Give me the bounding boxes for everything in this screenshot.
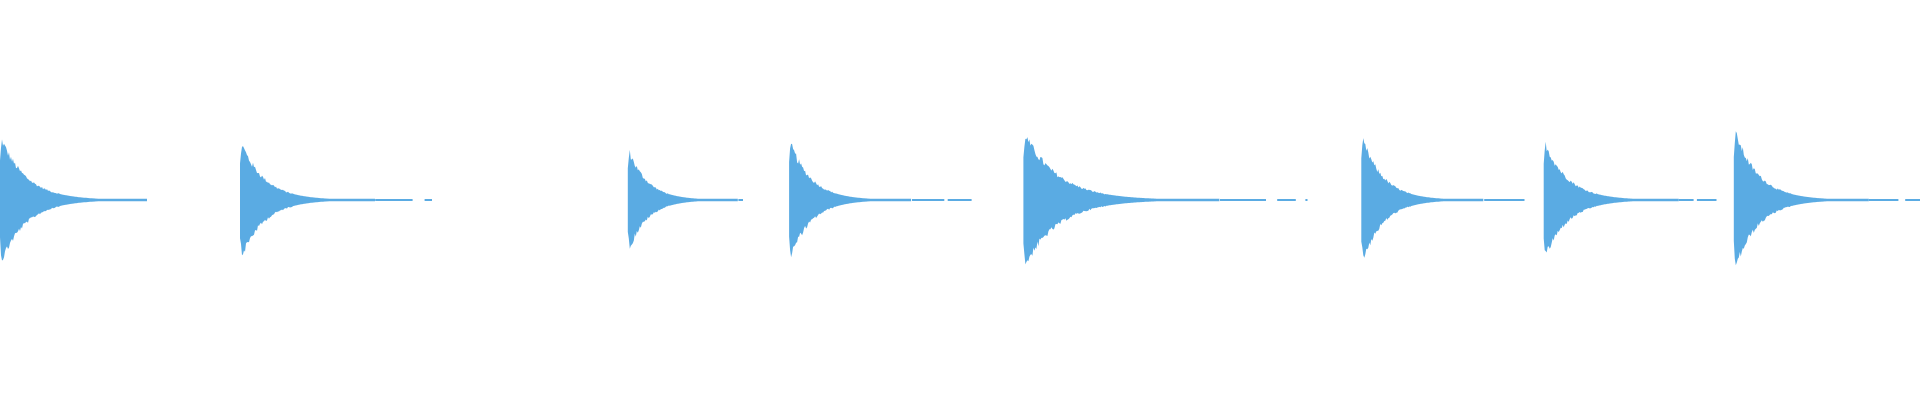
waveform-tail-4 <box>912 199 972 201</box>
waveform-tail-8 <box>1868 199 1920 201</box>
waveform-hit-3 <box>627 149 738 249</box>
waveform-tail-7 <box>1678 199 1717 201</box>
waveform-hit-4 <box>789 143 912 258</box>
waveform-hit-8 <box>1733 131 1869 266</box>
waveform-hit-2 <box>240 146 375 256</box>
waveform-tail-5 <box>1220 199 1308 201</box>
waveform-hit-7 <box>1543 141 1679 253</box>
waveform-tail-2 <box>375 199 432 201</box>
waveform-hit-1 <box>0 139 147 261</box>
waveform-hit-5 <box>1023 137 1220 265</box>
waveform-hit-6 <box>1361 138 1484 258</box>
waveform-signal <box>0 131 1920 266</box>
waveform-tail-6 <box>1484 199 1525 201</box>
waveform-tail-3 <box>738 199 743 201</box>
